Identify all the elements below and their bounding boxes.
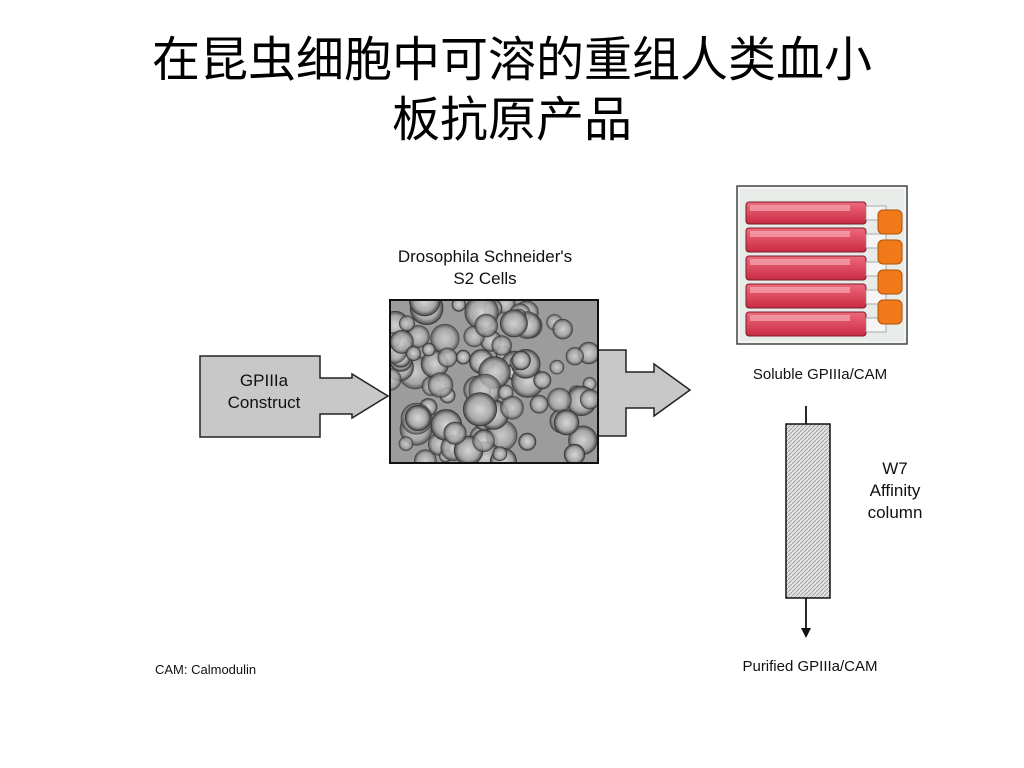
cell-texture — [405, 345, 421, 362]
slide-title: 在昆虫细胞中可溶的重组人类血小 板抗原产品 — [40, 30, 984, 150]
affinity-column — [785, 406, 831, 638]
cell-texture — [462, 392, 498, 427]
cell-texture — [404, 405, 431, 431]
title-line-2: 板抗原产品 — [391, 92, 632, 148]
cells-label-line-1: Drosophila Schneider's — [397, 247, 573, 266]
cell-texture — [455, 349, 471, 365]
title-line-1: 在昆虫细胞中可溶的重组人类血小 — [151, 32, 872, 88]
cell-texture — [533, 371, 552, 390]
cell-texture — [549, 359, 565, 375]
soluble-product-label: Soluble GPIIIa/CAM — [752, 366, 888, 383]
cell-texture — [422, 342, 436, 357]
cell-texture — [451, 300, 466, 312]
cell-texture — [552, 318, 574, 340]
column-label-line-2: Affinity — [869, 481, 921, 500]
cell-texture — [398, 436, 414, 452]
cell-texture — [500, 395, 524, 420]
cell-texture — [565, 347, 584, 366]
cell-texture — [511, 350, 531, 371]
cell-texture — [398, 315, 416, 332]
cell-texture — [474, 313, 499, 338]
cell-texture — [427, 372, 454, 398]
flask-stack-photo — [736, 185, 908, 345]
cell-texture — [579, 389, 598, 410]
construct-arrow — [199, 355, 390, 438]
construct-label: GPIIIa Construct — [202, 370, 326, 414]
s2-cells-micrograph — [389, 299, 599, 464]
affinity-column-label: W7 Affinity column — [840, 458, 950, 524]
cam-footnote: CAM: Calmodulin — [155, 662, 257, 677]
construct-label-line-2: Construct — [227, 393, 301, 412]
cell-texture — [547, 387, 572, 413]
column-label-line-3: column — [867, 503, 923, 522]
cell-texture — [499, 309, 528, 338]
cell-texture — [553, 409, 580, 436]
cell-texture — [529, 394, 549, 414]
cell-texture — [390, 367, 402, 391]
cell-texture — [443, 421, 467, 445]
cells-label-line-2: S2 Cells — [453, 269, 517, 288]
cell-texture — [437, 347, 458, 368]
column-label-line-1: W7 — [882, 459, 908, 478]
construct-label-line-1: GPIIIa — [239, 371, 289, 390]
output-arrow — [597, 349, 692, 437]
cell-texture — [518, 432, 537, 451]
cell-texture — [492, 446, 508, 462]
cells-label: Drosophila Schneider's S2 Cells — [345, 246, 625, 290]
cell-texture — [472, 429, 496, 453]
purified-product-label: Purified GPIIIa/CAM — [742, 658, 878, 675]
cell-texture — [563, 443, 586, 463]
cell-texture — [491, 335, 513, 356]
cell-texture — [414, 449, 437, 463]
